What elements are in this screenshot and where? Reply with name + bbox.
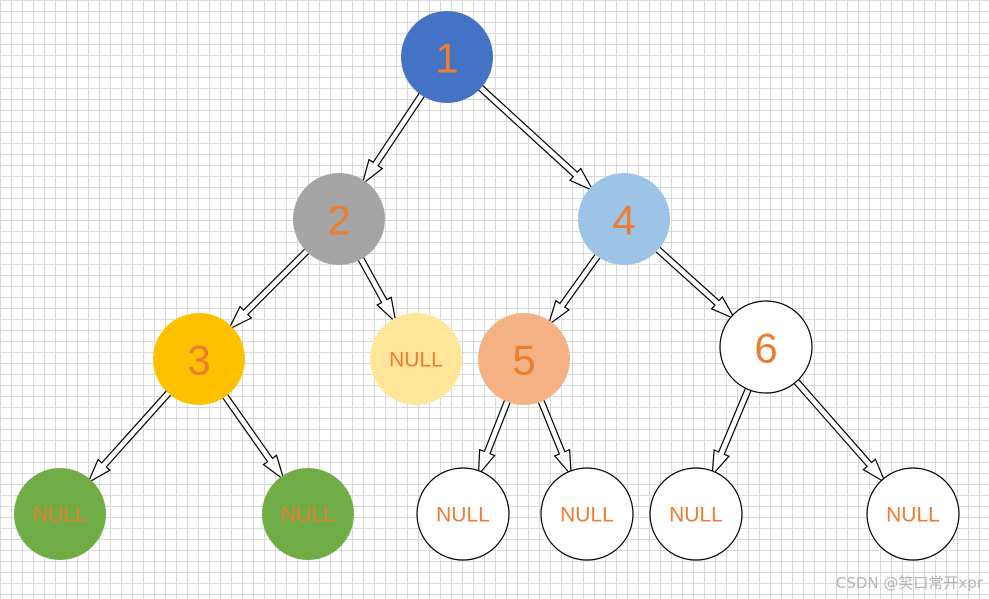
tree-node-n2r: NULL <box>370 313 462 405</box>
node-label: 2 <box>327 197 350 244</box>
node-label: NULL <box>281 504 335 527</box>
node-label: 6 <box>754 325 777 372</box>
node-label: NULL <box>560 504 614 527</box>
node-circle <box>649 467 743 561</box>
edge-arrow-n5-n5l <box>477 398 512 477</box>
node-circle <box>153 313 245 405</box>
node-label: 4 <box>612 197 635 244</box>
edge-arrow-n1-n2 <box>361 91 426 186</box>
node-circle <box>401 11 493 103</box>
tree-node-n5l: NULL <box>416 467 510 561</box>
watermark: CSDN @笑口常开xpr <box>835 574 983 592</box>
node-circle <box>370 313 462 405</box>
edge-arrow-n3-n3r <box>221 392 285 482</box>
edge-arrow-n2-n2r <box>356 255 397 324</box>
tree-node-n3r: NULL <box>262 468 354 560</box>
tree-node-n6: 6 <box>719 300 813 394</box>
node-circle <box>719 300 813 394</box>
node-circle <box>262 468 354 560</box>
edge-arrow-n4-n6 <box>653 245 737 321</box>
node-circle <box>478 313 570 405</box>
node-label: 1 <box>435 35 458 82</box>
node-circle <box>578 173 670 265</box>
node-label: 5 <box>512 337 535 384</box>
tree-node-n5r: NULL <box>540 467 634 561</box>
edge-arrow-n2-n3 <box>227 247 311 331</box>
node-circle <box>14 468 106 560</box>
node-circle <box>540 467 634 561</box>
node-label: NULL <box>886 504 940 527</box>
edge-arrow-n6-n6r <box>791 377 887 484</box>
tree-node-n5: 5 <box>478 313 570 405</box>
tree-node-n6r: NULL <box>866 467 960 561</box>
edge-arrow-n4-n5 <box>547 252 602 327</box>
tree-node-n3: 3 <box>153 313 245 405</box>
node-label: NULL <box>669 504 723 527</box>
node-circle <box>416 467 510 561</box>
node-circle <box>866 467 960 561</box>
node-label: 3 <box>187 337 210 384</box>
tree-node-n1: 1 <box>401 11 493 103</box>
node-label: NULL <box>436 504 490 527</box>
tree-node-n6l: NULL <box>649 467 743 561</box>
edge-arrow-n6-n6l <box>711 385 753 478</box>
edge-arrow-n1-n4 <box>476 83 595 192</box>
tree-node-n3l: NULL <box>14 468 106 560</box>
tree-edges <box>86 83 887 485</box>
tree-node-n4: 4 <box>578 173 670 265</box>
edge-arrow-n3-n3l <box>86 388 173 485</box>
node-label: NULL <box>33 504 87 527</box>
tree-node-n2: 2 <box>293 173 385 265</box>
node-label: NULL <box>389 349 443 372</box>
node-circle <box>293 173 385 265</box>
edge-arrow-n5-n5r <box>537 397 572 477</box>
